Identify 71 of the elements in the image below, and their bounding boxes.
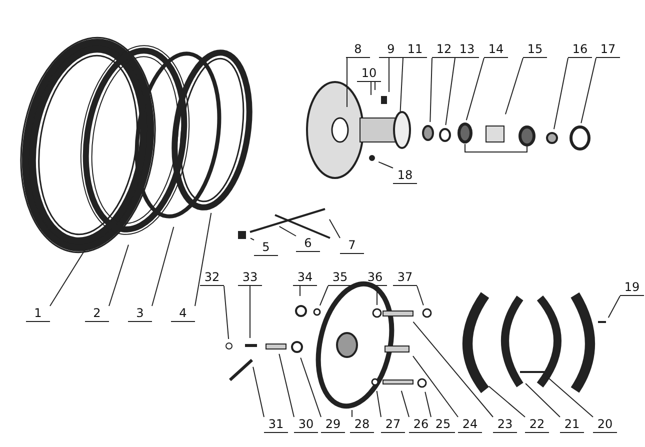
callout-number: 32: [200, 270, 224, 286]
leader-line: [504, 58, 524, 115]
callout-number: 24: [458, 417, 482, 433]
callout-number: 16: [568, 42, 592, 58]
callout-number: 7: [340, 238, 364, 254]
callout-number: 23: [493, 417, 517, 433]
callout-number: 10: [357, 66, 381, 82]
callout-number: 34: [293, 270, 317, 286]
leader-line: [400, 58, 404, 112]
leader-line: [608, 296, 620, 318]
leader-line: [580, 58, 596, 124]
callout-number: 3: [128, 306, 152, 322]
leader-line: [374, 82, 376, 90]
callout-number: 27: [381, 417, 405, 433]
leader-line: [194, 212, 212, 306]
leader-line: [388, 58, 390, 92]
leader-line: [252, 366, 264, 418]
callout-number: 18: [393, 168, 417, 184]
leader-line: [278, 353, 294, 418]
leader-line: [412, 356, 458, 418]
callout-number: 36: [363, 270, 387, 286]
leader-line: [376, 390, 382, 418]
leader-line: [466, 58, 484, 121]
leader-line: [152, 226, 174, 306]
leader-line: [278, 226, 296, 236]
callout-number: 17: [596, 42, 620, 58]
callout-number: 6: [296, 236, 320, 252]
leader-line: [525, 383, 560, 418]
callout-number: 33: [238, 270, 262, 286]
callout-number: 28: [350, 417, 374, 433]
callout-number: 37: [393, 270, 417, 286]
leader-line: [430, 58, 432, 122]
callout-number: 35: [328, 270, 352, 286]
callout-number: 11: [403, 42, 427, 58]
callout-number: 20: [593, 417, 617, 433]
leader-line: [108, 244, 129, 306]
leader-line: [416, 286, 424, 306]
leader-line: [400, 390, 410, 418]
callout-number: 31: [264, 417, 288, 433]
leader-line: [488, 386, 526, 418]
leader-line: [328, 218, 340, 238]
callout-number: 21: [560, 417, 584, 433]
leader-line: [378, 161, 394, 168]
callout-number: 12: [432, 42, 456, 58]
callout-number: 29: [321, 417, 345, 433]
leader-line: [412, 321, 494, 418]
leader-line: [553, 58, 568, 130]
leader-line: [424, 391, 432, 418]
callout-number: 4: [171, 306, 195, 322]
callout-number: 26: [409, 417, 433, 433]
callout-number: 19: [620, 280, 644, 296]
leader-line: [300, 357, 322, 418]
leader-line: [548, 378, 594, 418]
leader-line: [319, 286, 328, 306]
callout-number: 1: [26, 306, 50, 322]
callout-number: 30: [294, 417, 318, 433]
callout-number: 25: [431, 417, 455, 433]
leader-line: [445, 58, 456, 126]
callout-number: 5: [254, 240, 278, 256]
callout-number: 14: [484, 42, 508, 58]
callout-number: 13: [455, 42, 479, 58]
leader-line: [250, 238, 254, 240]
leader-line: [50, 248, 86, 306]
leader-line: [224, 286, 230, 340]
callout-number: 22: [525, 417, 549, 433]
callout-number: 9: [379, 42, 403, 58]
callout-number: 8: [346, 42, 370, 58]
callout-number: 2: [85, 306, 109, 322]
leader-line: [370, 82, 372, 96]
leader-line: [346, 58, 348, 108]
callout-number: 15: [523, 42, 547, 58]
